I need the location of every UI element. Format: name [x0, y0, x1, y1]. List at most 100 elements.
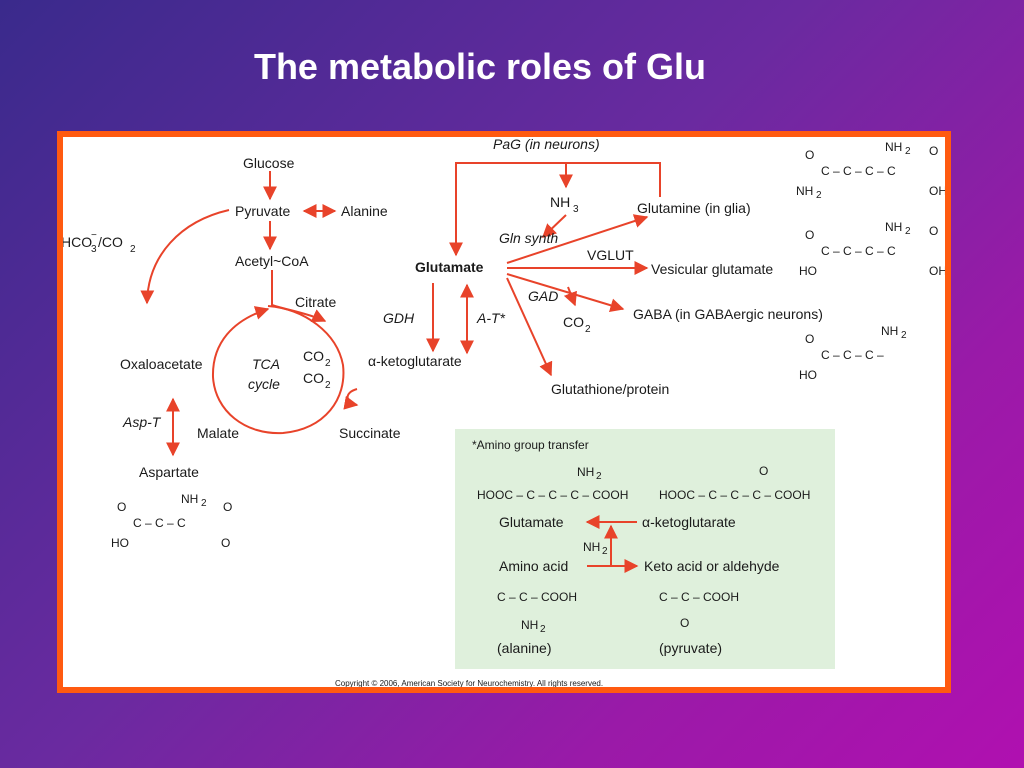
svg-text:HCO: HCO: [63, 234, 92, 250]
svg-text:C – C – C – C: C – C – C – C: [821, 164, 896, 178]
node-alanine: Alanine: [341, 203, 388, 219]
svg-text:CO: CO: [303, 348, 324, 364]
node-pag: PaG (in neurons): [493, 137, 600, 152]
node-aspartate: Aspartate: [139, 464, 199, 480]
inset-alanine-label: (alanine): [497, 640, 551, 656]
svg-text:O: O: [805, 148, 814, 162]
inset-arrows: [585, 515, 639, 573]
svg-text:O: O: [117, 500, 126, 514]
node-vesicular-glutamate: Vesicular glutamate: [651, 261, 773, 277]
svg-text:2: 2: [901, 330, 907, 341]
inset-o-top: O: [759, 464, 768, 478]
enzyme-gad: GAD: [528, 288, 558, 304]
glutamate-arrows: [426, 162, 661, 377]
svg-text:NH: NH: [181, 492, 198, 506]
svg-text:2: 2: [325, 358, 331, 369]
svg-text:C – C – C: C – C – C: [133, 516, 186, 530]
svg-text:NH: NH: [521, 618, 538, 632]
svg-text:O: O: [805, 228, 814, 242]
svg-text:O: O: [223, 500, 232, 514]
svg-text:2: 2: [905, 226, 911, 237]
svg-text:2: 2: [325, 380, 331, 391]
inset-nh2-mid: NH 2: [583, 540, 608, 557]
svg-text:/CO: /CO: [98, 234, 123, 250]
inset-amino-acid: Amino acid: [499, 558, 568, 574]
node-glutamate: Glutamate: [415, 259, 484, 275]
svg-text:O: O: [805, 332, 814, 346]
inset-box: [455, 429, 835, 669]
label-vglut: VGLUT: [587, 247, 634, 263]
inset-nh2-alanine: NH 2: [521, 618, 546, 635]
svg-text:3: 3: [573, 204, 579, 215]
node-oxaloacetate: Oxaloacetate: [120, 356, 203, 372]
arrow-acetylcoa-citrate: [271, 270, 327, 322]
svg-text:NH: NH: [550, 194, 570, 210]
arrow-co2-loop: [343, 388, 359, 410]
arrow-pag-loop: [449, 162, 661, 257]
formula-alanine: C – C – COOH: [497, 590, 577, 604]
inset-keto-acid: Keto acid or aldehyde: [644, 558, 780, 574]
svg-text:OH: OH: [929, 184, 945, 198]
node-hco3-co2: HCO 3 − /CO 2: [63, 230, 136, 255]
arrow-glutamate-gaba: [506, 273, 625, 313]
node-glutamine-glia: Glutamine (in glia): [637, 200, 751, 216]
svg-text:2: 2: [596, 471, 602, 482]
copyright-notice: Copyright © 2006, American Society for N…: [335, 679, 603, 687]
tca-label-line2: cycle: [248, 376, 280, 392]
svg-text:CO: CO: [303, 370, 324, 386]
figure-panel: Glucose Pyruvate Alanine HCO 3 − /CO 2 A…: [63, 137, 945, 687]
node-glucose: Glucose: [243, 155, 295, 171]
arrow-pyruvate-oxaloacetate: [140, 209, 230, 305]
svg-text:2: 2: [130, 244, 136, 255]
node-co2-a: CO 2: [303, 348, 331, 369]
node-co2-b: CO 2: [303, 370, 331, 391]
svg-text:C – C – C – C: C – C – C – C: [821, 244, 896, 258]
node-gaba: GABA (in GABAergic neurons): [633, 306, 823, 322]
node-alpha-ketoglutarate: α-ketoglutarate: [368, 353, 462, 369]
svg-text:NH: NH: [885, 220, 902, 234]
svg-text:2: 2: [905, 146, 911, 157]
svg-text:NH: NH: [583, 540, 600, 554]
svg-text:O: O: [221, 536, 230, 550]
svg-text:2: 2: [201, 498, 207, 509]
svg-text:HO: HO: [799, 368, 817, 382]
svg-text:HO: HO: [111, 536, 129, 550]
inset-pyruvate-label: (pyruvate): [659, 640, 722, 656]
svg-text:2: 2: [540, 624, 546, 635]
inset-nh2-top: NH 2: [577, 465, 602, 482]
svg-text:C – C – C –: C – C – C –: [821, 348, 884, 362]
inset-o-pyruvate: O: [680, 616, 689, 630]
svg-text:2: 2: [585, 324, 591, 335]
enzyme-gln-synth: Gln synth: [499, 230, 558, 246]
enzyme-asp-t: Asp-T: [122, 414, 162, 430]
inset-alpha-ketoglutarate: α-ketoglutarate: [642, 514, 736, 530]
tca-cycle-circle: [211, 305, 345, 435]
formula-pyruvate: C – C – COOH: [659, 590, 739, 604]
arrow-glutamate-glutamine: [506, 214, 649, 264]
svg-text:2: 2: [602, 546, 608, 557]
formula-glutamate: HOOC – C – C – C – COOH: [477, 488, 628, 502]
inset-title: *Amino group transfer: [472, 438, 589, 452]
node-glutathione-protein: Glutathione/protein: [551, 381, 669, 397]
svg-text:HO: HO: [799, 264, 817, 278]
arrow-nh3-glutamate: [541, 214, 567, 238]
metabolism-diagram: Glucose Pyruvate Alanine HCO 3 − /CO 2 A…: [63, 137, 945, 687]
svg-text:NH: NH: [796, 184, 813, 198]
arrow-glutamate-glutathione: [506, 277, 553, 377]
node-nh3: NH 3: [550, 194, 579, 215]
svg-text:2: 2: [816, 190, 822, 201]
enzyme-gdh: GDH: [383, 310, 415, 326]
inset-glutamate: Glutamate: [499, 514, 564, 530]
node-co2-gad: CO 2: [563, 314, 591, 335]
svg-text:−: −: [91, 230, 97, 241]
svg-text:NH: NH: [577, 465, 594, 479]
node-succinate: Succinate: [339, 425, 401, 441]
svg-text:NH: NH: [885, 140, 902, 154]
slide-title: The metabolic roles of Glu: [253, 46, 707, 87]
arrow-gad-co2: [563, 286, 577, 307]
svg-text:3: 3: [91, 244, 97, 255]
pathway-arrows: [140, 171, 359, 457]
